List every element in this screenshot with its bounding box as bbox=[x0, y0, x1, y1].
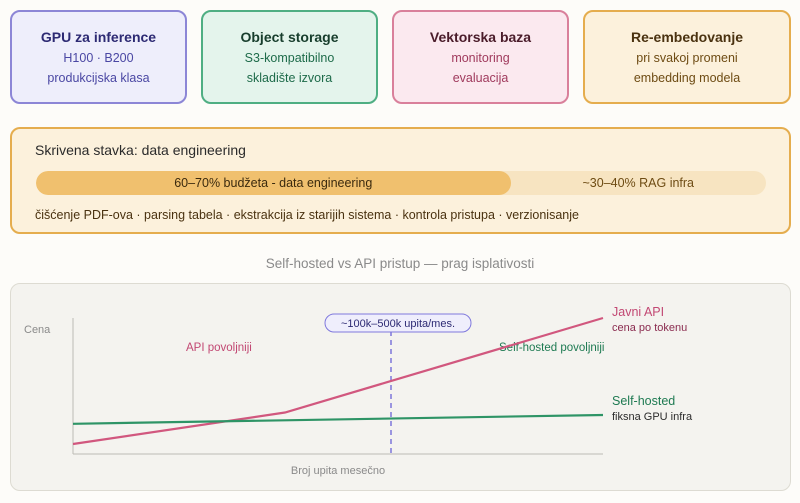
chart-title: Self-hosted vs API pristup — prag isplat… bbox=[265, 256, 535, 271]
card-title: Object storage bbox=[240, 29, 339, 45]
budget-bar-rest: ~30–40% RAG infra bbox=[582, 176, 695, 190]
y-axis-label: Cena bbox=[24, 324, 51, 336]
card-line: evaluacija bbox=[452, 71, 509, 85]
cost-chart: Cena Broj upita mesečno API povoljniji S… bbox=[24, 305, 693, 477]
threshold-label: ~100k–500k upita/mes. bbox=[341, 318, 455, 330]
budget-bar: 60–70% budžeta - data engineering ~30–40… bbox=[36, 171, 766, 195]
threshold-badge bbox=[324, 313, 472, 333]
card-line: embedding modela bbox=[633, 71, 741, 85]
budget-bar-fill: 60–70% budžeta - data engineering bbox=[36, 171, 511, 195]
cost-chart-panel: Cena Broj upita mesečno API povoljniji S… bbox=[10, 283, 791, 491]
card-re-embedding: Re-embedovanje pri svakoj promeni embedd… bbox=[583, 10, 791, 104]
series-sublabel-self-hosted: fiksna GPU infra bbox=[612, 411, 693, 423]
card-line: skladište izvora bbox=[246, 71, 333, 85]
card-title: Vektorska baza bbox=[429, 29, 532, 45]
series-line-self-hosted bbox=[72, 413, 604, 425]
card-object-storage: Object storage S3-kompatibilno skladište… bbox=[201, 10, 378, 104]
series-label-self-hosted: Self-hosted bbox=[612, 394, 675, 408]
series-label-javni-api: Javni API bbox=[612, 305, 664, 319]
series-line-javni-api bbox=[72, 316, 604, 446]
card-line: monitoring bbox=[451, 51, 510, 65]
card-gpu-inference: GPU za inference H100 · B200 produkcijsk… bbox=[10, 10, 187, 104]
card-title: Re-embedovanje bbox=[630, 29, 744, 45]
hidden-cost-panel: Skrivena stavka: data engineering 60–70%… bbox=[10, 127, 791, 234]
region-label-self-hosted: Self-hosted povoljniji bbox=[499, 342, 604, 354]
region-label-api: API povoljniji bbox=[186, 342, 252, 354]
data-engineering-tasks: čišćenje PDF-ova · parsing tabela · ekst… bbox=[35, 208, 579, 222]
card-line: produkcijska klasa bbox=[47, 71, 150, 85]
card-line: S3-kompatibilno bbox=[244, 51, 335, 65]
card-title: GPU za inference bbox=[40, 29, 157, 45]
series-sublabel-javni-api: cena po tokenu bbox=[612, 322, 687, 334]
hidden-cost-title: Skrivena stavka: data engineering bbox=[35, 142, 246, 158]
card-line: H100 · B200 bbox=[63, 51, 134, 65]
x-axis-label: Broj upita mesečno bbox=[291, 465, 385, 477]
card-line: pri svakoj promeni bbox=[636, 51, 738, 65]
card-vector-db: Vektorska baza monitoring evaluacija bbox=[392, 10, 569, 104]
